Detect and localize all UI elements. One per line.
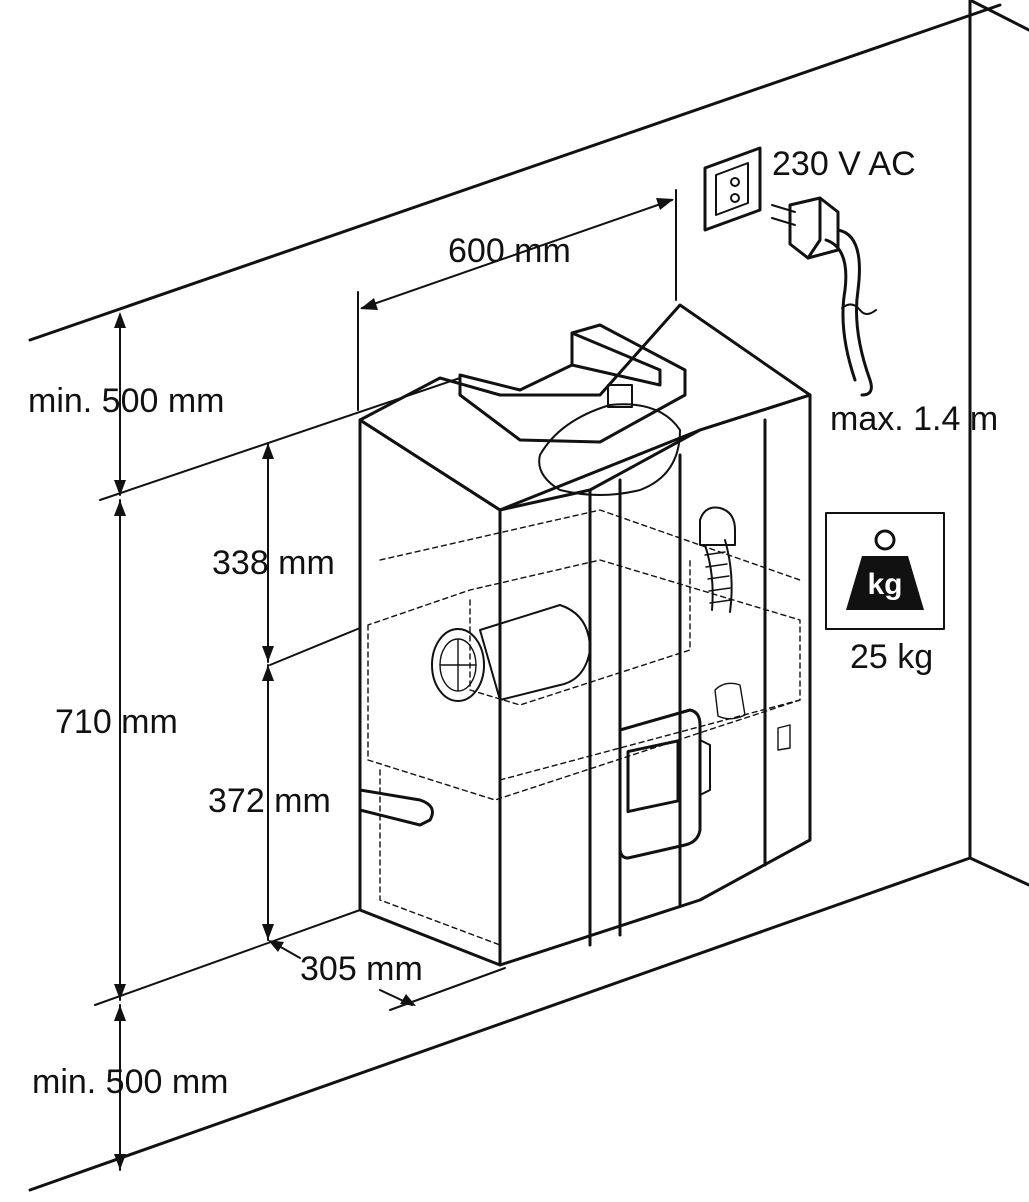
display-screen	[626, 739, 680, 814]
weight-kg-icon: kg	[825, 512, 945, 630]
wall-outline	[28, 0, 1029, 1192]
dimension-lower-height	[262, 664, 274, 941]
height-upper-label: 338 mm	[212, 544, 335, 582]
dimension-width	[357, 189, 677, 411]
dimension-depth	[268, 940, 416, 1006]
clearance-top-label: min. 500 mm	[28, 382, 225, 420]
weight-icon-text: kg	[867, 568, 902, 601]
width-label: 600 mm	[448, 232, 571, 270]
power-plug-icon	[771, 196, 877, 397]
internal-components	[367, 384, 801, 946]
weight-label: 25 kg	[850, 638, 933, 676]
control-panel	[618, 708, 711, 860]
fan-icon	[431, 628, 485, 702]
depth-label: 305 mm	[300, 950, 423, 988]
dimension-total-height	[114, 499, 126, 1001]
dimension-bottom-clearance	[114, 1004, 126, 1171]
height-lower-label: 372 mm	[208, 782, 331, 820]
clearance-bottom-label: min. 500 mm	[32, 1063, 229, 1101]
dimension-upper-height	[262, 442, 274, 663]
height-total-label: 710 mm	[55, 703, 178, 741]
cable-length-label: max. 1.4 m	[830, 400, 998, 438]
device-housing	[358, 303, 812, 967]
dimension-top-clearance	[114, 312, 126, 496]
power-label: 230 V AC	[772, 145, 916, 183]
wall-socket-icon	[703, 146, 762, 232]
